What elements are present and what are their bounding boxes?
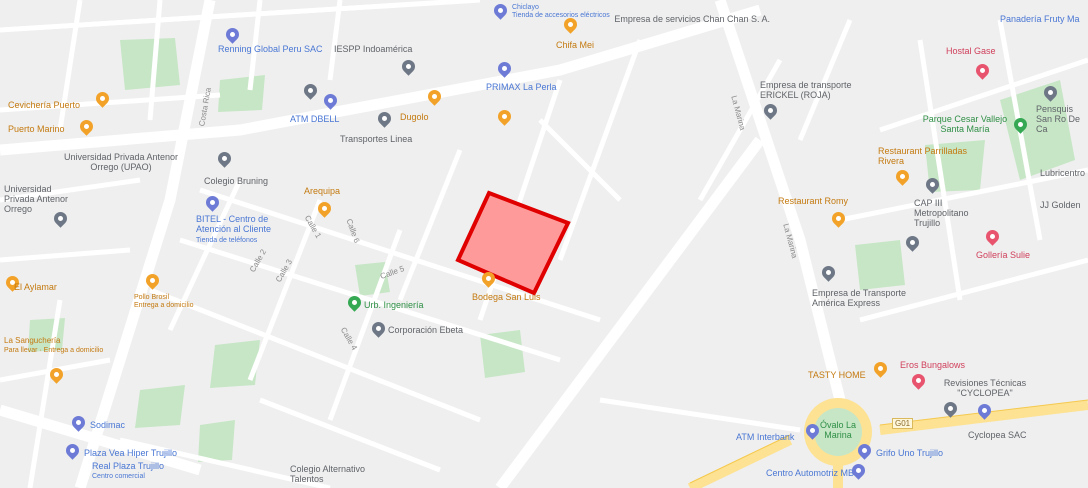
place-label[interactable]: Universidad Privada Antenor Orrego (UPAO…	[63, 152, 179, 172]
road-shield: G01	[892, 418, 914, 429]
place-label[interactable]: Renning Global Peru SAC	[218, 44, 323, 54]
place-label[interactable]: Empresa de Transporte América Express	[812, 288, 907, 308]
place-label[interactable]: Empresa de servicios Chan Chan S. A.	[614, 14, 770, 24]
place-label[interactable]: TASTY HOME	[808, 370, 866, 380]
place-label[interactable]: Urb. Ingeniería	[364, 300, 424, 310]
place-label[interactable]: Lubricentro	[1040, 168, 1086, 178]
place-label[interactable]: Sodimac	[90, 420, 126, 430]
place-label[interactable]: Universidad Privada Antenor Orrego	[4, 184, 69, 214]
major-roads	[0, 0, 846, 488]
place-label[interactable]: Cyclopea SAC	[968, 430, 1027, 440]
place-label[interactable]: Gollería Sulie	[976, 250, 1031, 260]
place-label[interactable]: PRIMAX La Perla	[486, 82, 557, 92]
place-label[interactable]: Panadería Fruty Ma	[1000, 14, 1080, 24]
place-label[interactable]: Arequipa	[304, 186, 341, 196]
place-label[interactable]: El Aylamar	[14, 282, 57, 292]
place-label[interactable]: Colegio Bruning	[204, 176, 269, 186]
place-label[interactable]: Óvalo La Marina	[819, 420, 857, 440]
place-label[interactable]: Grifo Uno Trujillo	[876, 448, 944, 458]
place-label[interactable]: Colegio Alternativo Talentos	[290, 464, 366, 484]
place-label[interactable]: Transportes Linea	[340, 134, 413, 144]
place-label[interactable]: Pensquis San Ro De Ca	[1036, 104, 1081, 134]
place-label[interactable]: Chifa Mei	[556, 40, 595, 50]
place-label[interactable]: Parque Cesar Vallejo Santa María	[922, 114, 1008, 134]
place-label[interactable]: Revisiones Técnicas "CYCLOPEA"	[943, 378, 1027, 398]
place-label[interactable]: Plaza Vea Hiper Trujillo	[84, 448, 178, 458]
place-label[interactable]: Empresa de transporte ERICKEL (ROJA)	[760, 80, 852, 100]
place-label[interactable]: IESPP Indoamérica	[334, 44, 413, 54]
place-label[interactable]: Dugolo	[400, 112, 429, 122]
place-label[interactable]: Hostal Gase	[946, 46, 996, 56]
place-label[interactable]: CAP III Metropolitano Trujillo	[914, 198, 969, 228]
place-label[interactable]: Puerto Marino	[8, 124, 65, 134]
place-label[interactable]: JJ Golden	[1040, 200, 1081, 210]
place-label[interactable]: Restaurant Parrilladas Rivera	[878, 146, 968, 166]
place-label[interactable]: Cevichería Puerto	[8, 100, 81, 110]
place-label[interactable]: Restaurant Romy	[778, 196, 849, 206]
place-label[interactable]: Corporación Ebeta	[388, 325, 464, 335]
place-label[interactable]: Eros Bungalows	[900, 360, 966, 370]
place-label[interactable]: ATM DBELL	[290, 114, 340, 124]
place-label[interactable]: Bodega San Luis	[472, 292, 541, 302]
place-label[interactable]: Centro Automotriz MBW	[766, 468, 863, 478]
place-label[interactable]: ATM Interbank	[736, 432, 795, 442]
